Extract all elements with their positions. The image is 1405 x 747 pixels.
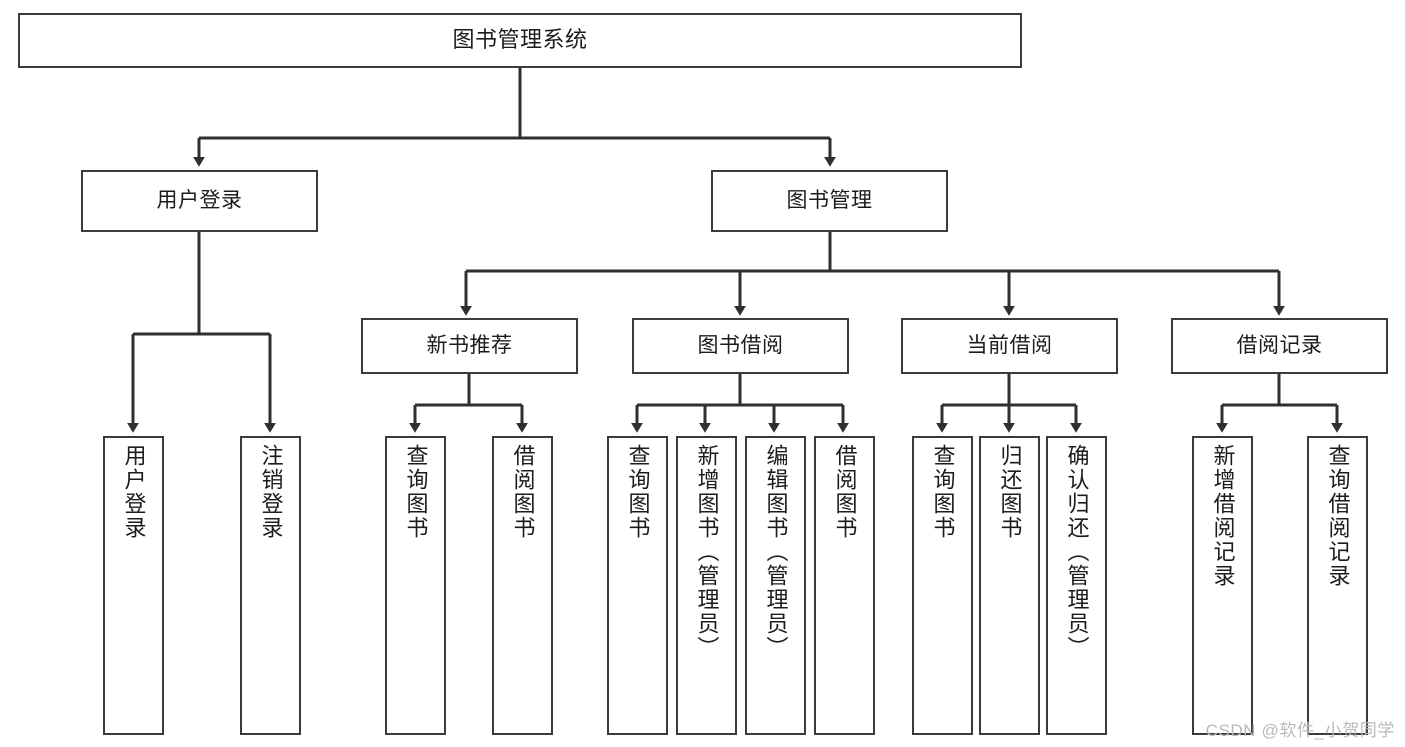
leaf-borrow-book[interactable]: 借阅图书 <box>814 436 875 735</box>
node-label: 查询图书 <box>403 444 429 540</box>
leaf-logout[interactable]: 注销登录 <box>240 436 301 735</box>
node-label: 确认归还（管理员） <box>1064 444 1090 660</box>
leaf-query-book-recommend[interactable]: 查询图书 <box>385 436 446 735</box>
node-user-login[interactable]: 用户登录 <box>81 170 318 232</box>
node-label: 编辑图书（管理员） <box>763 444 789 660</box>
node-label: 用户登录 <box>121 444 147 540</box>
node-label: 用户登录 <box>156 189 243 213</box>
node-label: 新增借阅记录 <box>1210 444 1236 588</box>
node-current-borrow[interactable]: 当前借阅 <box>901 318 1118 374</box>
node-label: 图书借阅 <box>697 334 784 358</box>
leaf-query-book-current[interactable]: 查询图书 <box>912 436 973 735</box>
node-label: 借阅记录 <box>1236 334 1323 358</box>
node-label: 归还图书 <box>997 444 1023 540</box>
node-label: 图书管理 <box>786 189 873 213</box>
node-label: 查询图书 <box>625 444 651 540</box>
node-label: 查询借阅记录 <box>1325 444 1351 588</box>
leaf-user-login[interactable]: 用户登录 <box>103 436 164 735</box>
node-label: 借阅图书 <box>510 444 536 540</box>
node-borrow-records[interactable]: 借阅记录 <box>1171 318 1388 374</box>
node-new-book-recommend[interactable]: 新书推荐 <box>361 318 578 374</box>
node-root-system[interactable]: 图书管理系统 <box>18 13 1022 68</box>
node-label: 图书管理系统 <box>452 27 588 53</box>
leaf-add-book-admin[interactable]: 新增图书（管理员） <box>676 436 737 735</box>
node-label: 借阅图书 <box>832 444 858 540</box>
node-label: 新书推荐 <box>426 334 513 358</box>
node-label: 当前借阅 <box>966 334 1053 358</box>
node-label: 注销登录 <box>258 444 284 540</box>
leaf-add-borrow-record[interactable]: 新增借阅记录 <box>1192 436 1253 735</box>
leaf-edit-book-admin[interactable]: 编辑图书（管理员） <box>745 436 806 735</box>
node-label: 查询图书 <box>930 444 956 540</box>
leaf-return-book[interactable]: 归还图书 <box>979 436 1040 735</box>
leaf-borrow-book-recommend[interactable]: 借阅图书 <box>492 436 553 735</box>
leaf-query-book-borrow[interactable]: 查询图书 <box>607 436 668 735</box>
leaf-query-borrow-record[interactable]: 查询借阅记录 <box>1307 436 1368 735</box>
node-label: 新增图书（管理员） <box>694 444 720 660</box>
node-book-management[interactable]: 图书管理 <box>711 170 948 232</box>
node-book-borrow[interactable]: 图书借阅 <box>632 318 849 374</box>
leaf-confirm-return-admin[interactable]: 确认归还（管理员） <box>1046 436 1107 735</box>
